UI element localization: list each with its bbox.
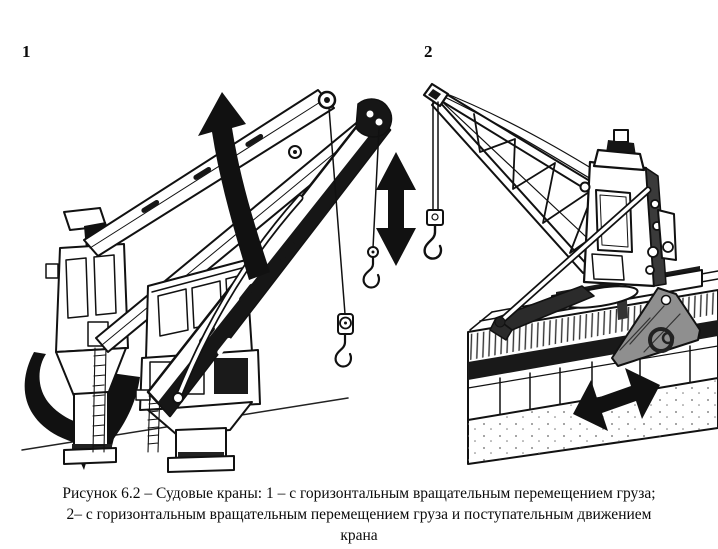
machinery-house	[579, 129, 677, 288]
pedestal-a	[45, 207, 129, 465]
figure-2-number: 2	[424, 42, 433, 61]
carriage-a-frame	[611, 287, 701, 367]
cab-a-window	[65, 257, 89, 319]
hoist-double-arrow-icon	[376, 152, 416, 266]
luffing-arrow-icon	[198, 92, 270, 280]
curved-strut	[172, 194, 304, 404]
boom-tip	[355, 98, 393, 138]
crane-2-hook	[423, 101, 444, 260]
crane-1-illustration	[21, 89, 416, 473]
cargo-hook-small	[362, 127, 381, 289]
ladder	[92, 345, 107, 453]
figure-caption: Рисунок 6.2 – Судовые краны: 1 – с гориз…	[0, 483, 718, 546]
caption-line-1: Рисунок 6.2 – Судовые краны: 1 – с гориз…	[62, 485, 656, 502]
house-panel	[591, 253, 625, 281]
hook	[362, 255, 381, 289]
crane-2-illustration	[422, 82, 718, 465]
crane-illustrations	[21, 82, 718, 473]
caption-line-2: 2– с горизонтальным вращательным перемещ…	[66, 506, 652, 523]
figure-1-number: 1	[22, 42, 31, 61]
boom-a	[83, 89, 337, 257]
cab-b-window	[157, 288, 189, 337]
hook	[423, 224, 443, 260]
tie-bar	[494, 186, 652, 328]
travel-double-arrow-icon	[573, 368, 660, 431]
hook	[334, 332, 353, 368]
cargo-hook-block	[328, 107, 354, 368]
caption-line-3: крана	[340, 527, 378, 544]
boom-lattice	[146, 98, 393, 418]
cab-a-window	[93, 254, 117, 316]
